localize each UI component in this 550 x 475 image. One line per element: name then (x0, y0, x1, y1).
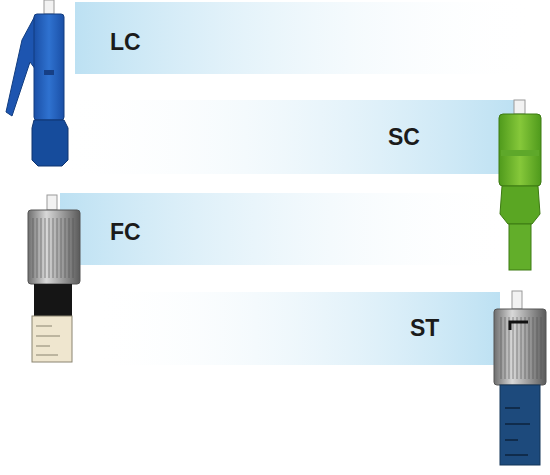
connector-label: LC (110, 31, 141, 54)
sc-band (60, 100, 515, 174)
connector-label: ST (410, 317, 439, 340)
st-connector (494, 291, 546, 465)
fc-band (60, 193, 515, 265)
sc-connector (499, 100, 541, 270)
connector-label: SC (388, 126, 420, 149)
lc-connector (6, 0, 68, 166)
st-band (90, 292, 500, 365)
lc-band (75, 2, 535, 74)
fc-connector (28, 195, 80, 362)
connector-label: FC (110, 221, 141, 244)
